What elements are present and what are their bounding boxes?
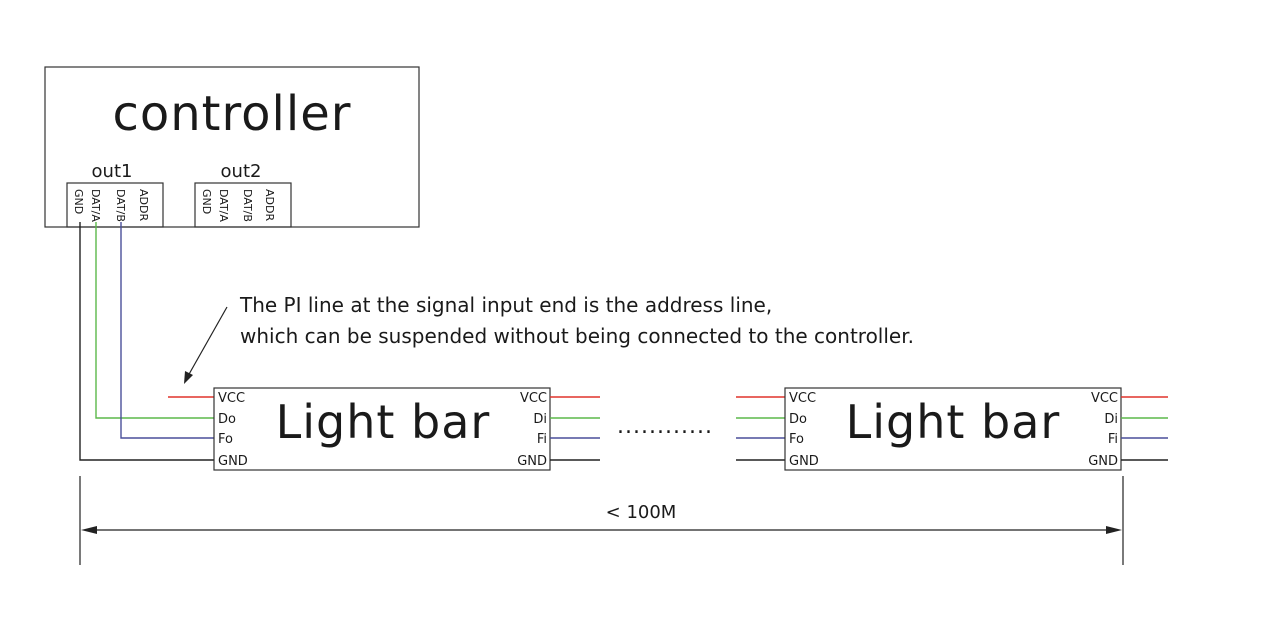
lb1-right-fi: Fi	[537, 432, 547, 447]
out1-pin-addr: ADDR	[137, 189, 150, 221]
dimension-arrow-right	[1106, 526, 1122, 534]
lb2-right-gnd: GND	[1088, 454, 1118, 469]
wire-data-a	[95, 222, 214, 419]
length-dimension: < 100M	[79, 476, 1124, 565]
out2-pin-addr: ADDR	[263, 189, 276, 221]
dimension-arrow-left	[81, 526, 97, 534]
light-bar-1: Light bar VCC Do Fo GND VCC Di Fi GND	[213, 387, 551, 471]
lb2-left-fo: Fo	[789, 432, 804, 447]
dimension-label: < 100M	[606, 502, 677, 523]
lb2-left-do: Do	[789, 412, 807, 427]
continuation-ellipsis: ............	[617, 414, 713, 439]
out1-connector	[66, 182, 164, 228]
lb2-right-fi: Fi	[1108, 432, 1118, 447]
light-bar-1-title: Light bar	[276, 395, 491, 449]
out2-pin-gnd: GND	[200, 189, 213, 214]
light-bar-2: Light bar VCC Do Fo GND VCC Di Fi GND	[784, 387, 1122, 471]
lb2-left-vcc: VCC	[789, 391, 816, 406]
out2-label: out2	[221, 161, 262, 182]
out2-pin-datb: DAT/B	[241, 189, 254, 222]
lb2-left-gnd: GND	[789, 454, 819, 469]
out1-pin-datb: DAT/B	[114, 189, 127, 222]
controller: controller out1 GND DAT/A DAT/B ADDR out…	[44, 66, 420, 228]
lb1-left-fo: Fo	[218, 432, 233, 447]
controller-title: controller	[113, 86, 352, 142]
lb1-right-vcc: VCC	[520, 391, 547, 406]
lb1-left-vcc: VCC	[218, 391, 245, 406]
out1-pin-data: DAT/A	[89, 189, 102, 222]
lb2-right-di: Di	[1104, 412, 1118, 427]
light-bar-2-title: Light bar	[846, 395, 1061, 449]
light-bar-1-box	[213, 387, 551, 471]
note-arrow-line	[187, 306, 228, 377]
note-line-1: The PI line at the signal input end is t…	[239, 293, 772, 317]
lb1-right-di: Di	[533, 412, 547, 427]
out1-pin-gnd: GND	[72, 189, 85, 214]
lb2-right-vcc: VCC	[1091, 391, 1118, 406]
lb1-left-gnd: GND	[218, 454, 248, 469]
lb1-right-gnd: GND	[517, 454, 547, 469]
note-line-2: which can be suspended without being con…	[240, 324, 914, 348]
out1-label: out1	[92, 161, 133, 182]
light-bar-2-box	[784, 387, 1122, 471]
out2-connector	[194, 182, 292, 228]
wire-data-b	[120, 222, 214, 439]
wire-gnd	[79, 222, 214, 461]
out2-pin-data: DAT/A	[217, 189, 230, 222]
lb1-left-do: Do	[218, 412, 236, 427]
note-arrow-head	[184, 371, 193, 384]
